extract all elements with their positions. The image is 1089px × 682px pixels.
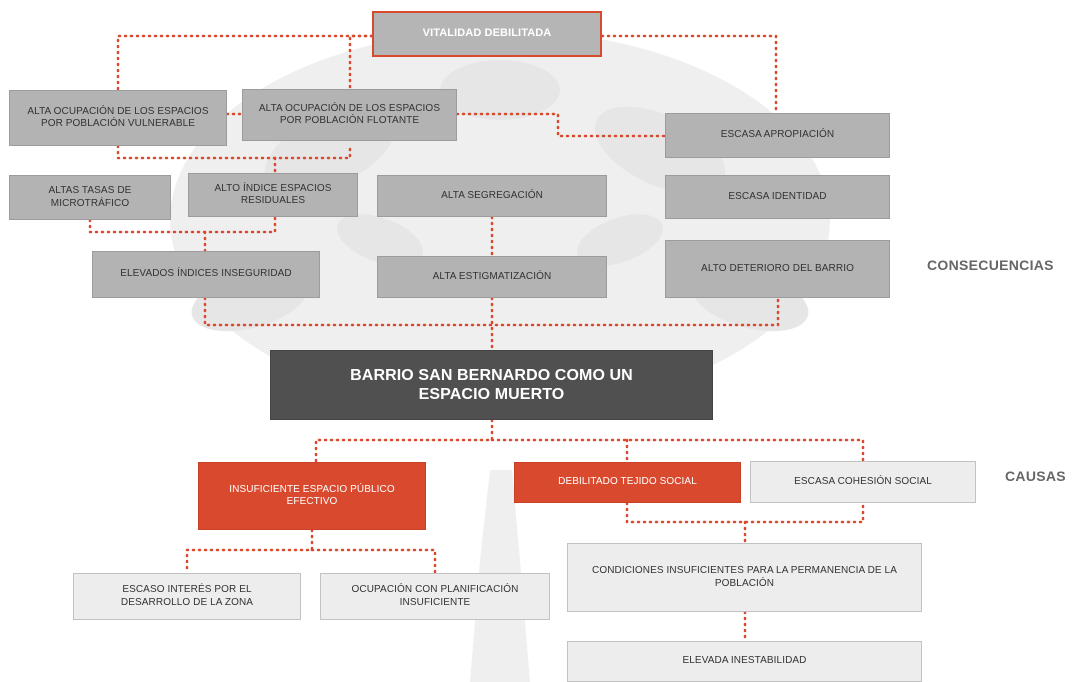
connector-ocupacion-bottom (116, 144, 352, 160)
connector-espacio-right (310, 548, 437, 575)
connector-consequences-core (203, 296, 780, 327)
node-escasa-apropiacion: ESCASA APROPIACIÓN (665, 113, 890, 158)
label-causas: CAUSAS (1005, 468, 1066, 484)
node-inseguridad: ELEVADOS ÍNDICES INSEGURIDAD (92, 251, 320, 298)
node-condiciones-permanencia: CONDICIONES INSUFICIENTES PARA LA PERMAN… (567, 543, 922, 612)
node-escasa-identidad: ESCASA IDENTIDAD (665, 175, 890, 219)
node-microtrafico: ALTAS TASAS DE MICROTRÁFICO (9, 175, 171, 220)
node-vitalidad-debilitada: VITALIDAD DEBILITADA (372, 11, 602, 57)
connector-vitalidad-left (116, 34, 374, 94)
node-ocupacion-vulnerable: ALTA OCUPACIÓN DE LOS ESPACIOS POR POBLA… (9, 90, 227, 146)
node-espacios-residuales: ALTO ÍNDICE ESPACIOS RESIDUALES (188, 173, 358, 217)
connector-vitalidad-flotante (348, 34, 374, 91)
connector-flotante-apropiacion (455, 112, 667, 138)
node-interes-desarrollo: ESCASO INTERÉS POR EL DESARROLLO DE LA Z… (73, 573, 301, 620)
node-ocupacion-flotante: ALTA OCUPACIÓN DE LOS ESPACIOS POR POBLA… (242, 89, 457, 141)
connector-espacio-branches (185, 528, 314, 575)
connector-social-bottom (625, 501, 865, 524)
node-core-problem: BARRIO SAN BERNARDO COMO UN ESPACIO MUER… (270, 350, 713, 420)
connector-core-causes-right (490, 438, 865, 463)
node-espacio-publico: INSUFICIENTE ESPACIO PÚBLICO EFECTIVO (198, 462, 426, 530)
node-elevada-inestabilidad: ELEVADA INESTABILIDAD (567, 641, 922, 682)
node-cohesion-social: ESCASA COHESIÓN SOCIAL (750, 461, 976, 503)
node-estigmatizacion: ALTA ESTIGMATIZACIÓN (377, 256, 607, 298)
node-ocupacion-planificacion: OCUPACIÓN CON PLANIFICACIÓN INSUFICIENTE (320, 573, 550, 620)
node-alta-segregacion: ALTA SEGREGACIÓN (377, 175, 607, 217)
connector-core-causes (314, 418, 494, 464)
node-deterioro: ALTO DETERIORO DEL BARRIO (665, 240, 890, 298)
connector-vitalidad-right (600, 34, 778, 115)
label-consecuencias: CONSECUENCIAS (927, 257, 1054, 273)
connector-tasas-residuales (88, 215, 277, 234)
node-tejido-social: DEBILITADO TEJIDO SOCIAL (514, 462, 741, 503)
